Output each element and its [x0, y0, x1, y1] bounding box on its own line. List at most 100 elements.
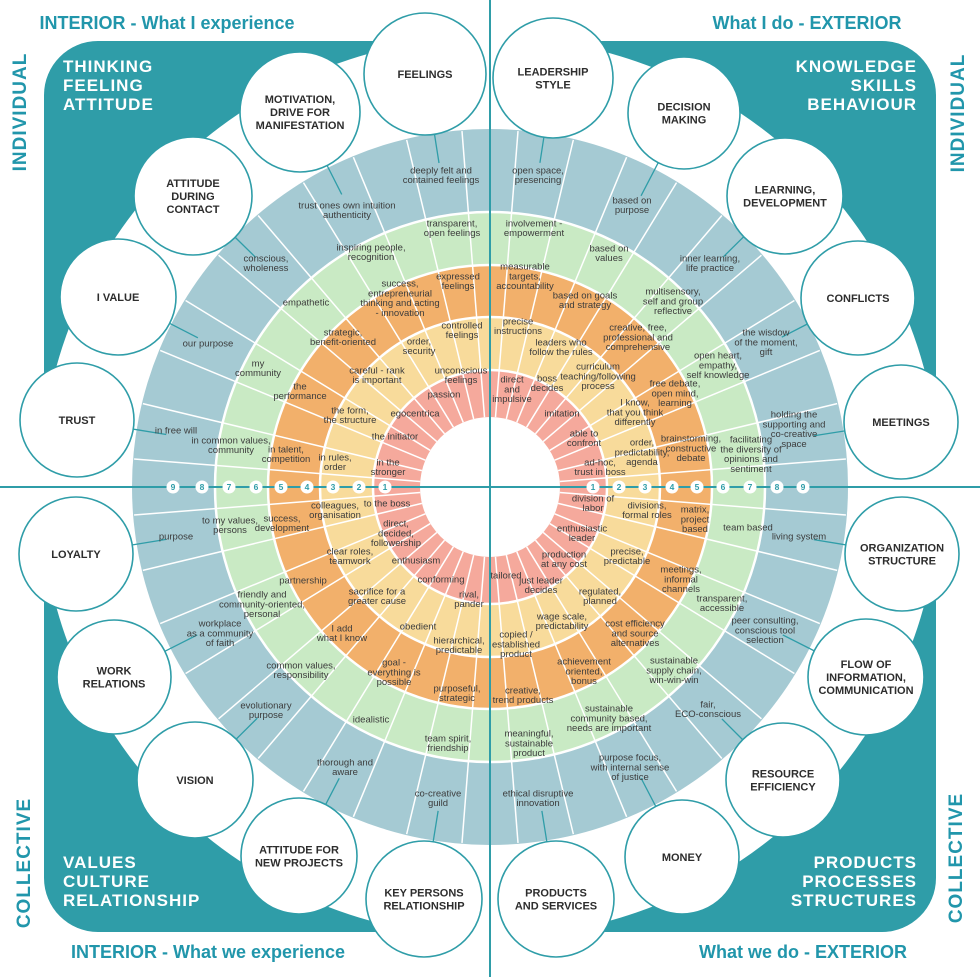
topic-connector	[539, 135, 545, 163]
topic-circle	[363, 12, 487, 136]
sector-spoke	[257, 215, 446, 435]
ring-label: empathetic	[283, 297, 330, 308]
ring-label: tailored	[490, 570, 521, 581]
axis-number: 9	[801, 482, 806, 492]
ring-label: order,predictability,agenda	[615, 438, 670, 469]
topic-circle	[624, 799, 740, 915]
topic-circle-label: CONFLICTS	[827, 293, 890, 305]
topic-connector	[162, 634, 198, 653]
topic-connector	[131, 428, 167, 436]
header-interior-collective: INTERIOR - What we experience	[70, 942, 346, 962]
axis-number-dot	[770, 480, 784, 494]
axis-number-dot	[326, 480, 340, 494]
topic-connector	[432, 810, 439, 844]
axis-number: 7	[227, 482, 232, 492]
ring-label: ad-hoc,trust in boss	[574, 457, 625, 478]
quadrant-title-products-processes-structures: PRODUCTS PROCESSES STRUCTURES	[790, 853, 917, 910]
sector-spoke	[516, 551, 628, 818]
ring-label: strategic,benefit-oriented	[310, 327, 376, 348]
axis-number-dot	[378, 480, 392, 494]
ring-label: colleagues,organisation	[309, 500, 361, 521]
axis-number-dot	[352, 480, 366, 494]
ring-label: transparent,open feelings	[424, 218, 481, 239]
topic-connector	[723, 234, 746, 258]
topic-connector	[782, 634, 817, 653]
sector-spoke	[218, 531, 438, 720]
ring-label: team spirit,friendship	[425, 733, 471, 754]
ring-label: imitation	[544, 408, 579, 419]
sector-spoke	[405, 554, 475, 835]
axis-number: 7	[748, 482, 753, 492]
axis-number: 2	[357, 482, 362, 492]
ring-label: direct,decided,followership	[371, 519, 421, 550]
axis-number-dot	[586, 480, 600, 494]
sector-spoke	[302, 546, 455, 792]
sector-spoke	[542, 254, 762, 443]
topic-circle	[492, 17, 614, 139]
side-label-collective-left: COLLECTIVE	[14, 797, 35, 929]
side-label-individual-left: INDIVIDUAL	[10, 52, 31, 172]
ring-label: order,security	[403, 336, 436, 357]
topic-connector	[433, 132, 440, 164]
axis-number: 3	[643, 482, 648, 492]
ring-label: rival,pander	[454, 589, 484, 610]
ring-label: open heart,empathy,self knowledge	[687, 351, 750, 382]
ring-label: in talent,competition	[262, 444, 311, 465]
sector-spoke	[525, 546, 678, 792]
sector-spoke	[554, 349, 821, 461]
sector-spoke	[134, 458, 421, 483]
axis-number-dot	[796, 480, 810, 494]
sector-spoke	[352, 551, 464, 818]
header-exterior-individual: What I do - EXTERIOR	[712, 13, 902, 33]
sector-spoke	[352, 156, 464, 423]
topic-circle	[497, 840, 615, 958]
topic-circle	[18, 496, 134, 612]
ring-label: fair,ECO-conscious	[675, 699, 741, 720]
sector-spoke	[505, 139, 575, 420]
sector-spoke	[559, 458, 846, 483]
topic-circle	[59, 238, 177, 356]
topic-connector	[130, 538, 167, 546]
axis-number-dot	[222, 480, 236, 494]
topic-circle-label: LOYALTY	[51, 549, 101, 561]
topic-circle	[844, 496, 960, 612]
axis-number-dot	[274, 480, 288, 494]
axis-number: 8	[775, 482, 780, 492]
sector-spoke	[534, 215, 723, 435]
topic-circle	[136, 721, 254, 839]
axis-number-dot	[743, 480, 757, 494]
sector-spoke	[405, 139, 475, 420]
topic-circle-label: MONEY	[662, 852, 703, 864]
sector-spoke	[185, 522, 431, 675]
topic-circle	[19, 362, 135, 478]
ring-label: wage scale,predictability	[536, 611, 589, 632]
sector-spoke	[257, 539, 446, 759]
ring-label: precise,predictable	[604, 546, 650, 567]
